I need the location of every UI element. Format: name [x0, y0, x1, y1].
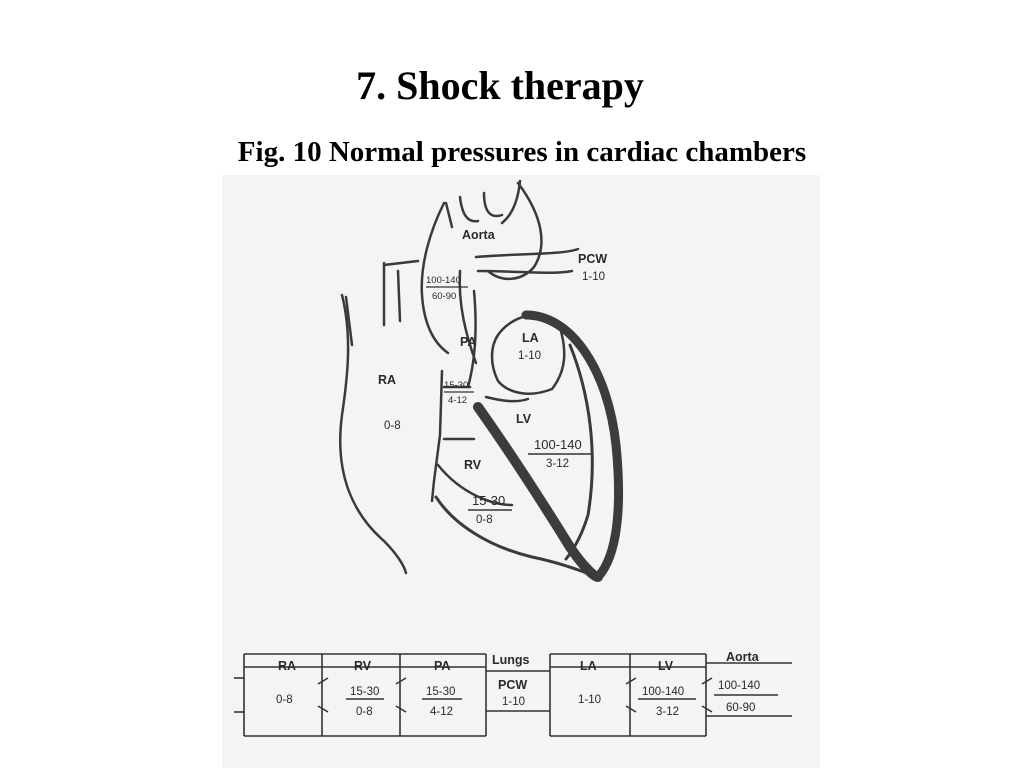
flow-pa-bottom: 4-12 [430, 706, 453, 718]
pressure-flow-diagram [234, 653, 792, 737]
pa-diastolic-value: 4-12 [448, 395, 467, 406]
pa-systolic-value: 15-30 [444, 380, 468, 391]
flow-pcw-label: PCW [498, 678, 527, 692]
flow-pcw-value: 1-10 [502, 696, 525, 708]
flow-rv-label: RV [354, 659, 372, 673]
aorta-diastolic-value: 60-90 [432, 291, 456, 302]
flow-aorta-top: 100-140 [718, 680, 760, 692]
ra-value: 0-8 [384, 420, 401, 432]
aorta-label: Aorta [462, 228, 496, 242]
flow-lv-bottom: 3-12 [656, 706, 679, 718]
aorta-systolic-value: 100-140 [426, 275, 461, 286]
heart-diagram-figure: Aorta 100-140 60-90 PCW 1-10 LA 1-10 PA … [222, 175, 820, 768]
lv-systolic-value: 100-140 [534, 437, 582, 452]
flow-rv-bottom: 0-8 [356, 706, 373, 718]
pa-label: PA [460, 335, 476, 349]
heart-illustration [338, 179, 624, 582]
figure-caption: Fig. 10 Normal pressures in cardiac cham… [237, 136, 807, 168]
flow-la-label: LA [580, 659, 597, 673]
lv-label: LV [516, 412, 532, 426]
la-label: LA [522, 331, 539, 345]
flow-pa-label: PA [434, 659, 450, 673]
flow-ra-label: RA [278, 659, 296, 673]
flow-lv-label: LV [658, 659, 674, 673]
heart-diagram: Aorta 100-140 60-90 PCW 1-10 LA 1-10 PA … [234, 179, 792, 737]
rv-label: RV [464, 458, 482, 472]
flow-lv-top: 100-140 [642, 686, 684, 698]
page-title: 7. Shock therapy [356, 63, 644, 108]
flow-pa-top: 15-30 [426, 686, 455, 698]
flow-rv-top: 15-30 [350, 686, 379, 698]
flow-la-value: 1-10 [578, 694, 601, 706]
flow-aorta-bottom: 60-90 [726, 702, 755, 714]
pcw-value: 1-10 [582, 271, 605, 283]
rv-diastolic-value: 0-8 [476, 514, 493, 526]
ra-label: RA [378, 373, 396, 387]
la-value: 1-10 [518, 350, 541, 362]
pcw-label: PCW [578, 252, 607, 266]
flow-ra-value: 0-8 [276, 694, 293, 706]
lv-diastolic-value: 3-12 [546, 458, 569, 470]
flow-aorta-label: Aorta [726, 650, 760, 664]
rv-systolic-value: 15-30 [472, 493, 505, 508]
flow-lungs-label: Lungs [492, 653, 530, 667]
